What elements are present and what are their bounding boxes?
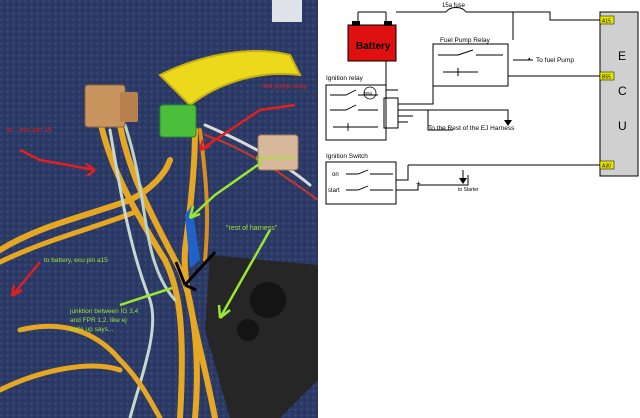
junction-annotation: junktion between IG 3,4 and FPR 1,2. lik…: [69, 308, 140, 333]
ecu-pin-bottom-label: A30: [602, 164, 611, 170]
white-object: [272, 0, 302, 22]
ign-relay-tag-circle: [363, 86, 377, 100]
switch-wires: [396, 165, 469, 191]
fuse-label: 15a fuse: [442, 3, 466, 9]
ground-annotation: ground hmm: [256, 155, 295, 162]
fuel-pump-relay-annotation: fuel pump relay: [262, 83, 307, 90]
ign-relay-tag: B94: [364, 91, 373, 96]
harness-annotation: "rest of harness": [226, 225, 278, 232]
fuel-pump-relay-title: Fuel Pump Relay: [440, 37, 491, 44]
ign-relay-out: [398, 86, 453, 131]
to-harness-line: [413, 109, 509, 120]
green-connector: [159, 104, 197, 138]
black-arrow: [174, 250, 217, 292]
tool-hole: [237, 319, 259, 341]
battery-box: [347, 24, 397, 62]
ecu-letter-u: U: [618, 119, 627, 133]
ecu-pin-top-label: A15: [602, 19, 611, 25]
yellow-tool: [158, 50, 302, 107]
fuel-pump-relay-box: [432, 43, 509, 87]
ignition-switch-box: [325, 161, 397, 205]
to-harness-label: To the Rest of the EJ Harness: [428, 125, 515, 132]
ignition-relay-title: Ignition relay: [326, 75, 364, 82]
green-arrows: [119, 160, 272, 319]
battery-terminal: [352, 21, 360, 26]
ecu-pin-mid-label: B55: [602, 75, 611, 81]
red-arrows: [10, 103, 296, 298]
wiring-schematic: Battery 15a fuse Fuel Pump Relay To fuel…: [318, 0, 640, 418]
battery-terminal: [384, 21, 392, 26]
ecu-pin-annotation: to ...ecu pin 15: [6, 127, 52, 134]
starter-arrow: [459, 178, 467, 184]
ecu-letter-c: C: [618, 84, 627, 98]
switch-internal: [346, 169, 393, 191]
ecu-letter-e: E: [618, 49, 626, 63]
ecu-box: [599, 11, 639, 177]
ign-relay-internal: [330, 89, 378, 131]
plus-sign: +: [416, 179, 421, 188]
harness-arrow: [504, 120, 512, 126]
battery-annotation: to battery, ecu pin a15: [44, 257, 108, 264]
tan-connector-right: [257, 134, 299, 171]
fuse-symbol: [445, 7, 467, 13]
blue-tape: [185, 205, 200, 268]
tool-hole: [250, 282, 286, 318]
to-fuel-pump-label: To fuel Pump: [536, 57, 574, 64]
fpr-internal-switch: [438, 49, 503, 76]
ign-relay-connector: [383, 97, 399, 129]
wiring-photo: to ...ecu pin 15 fuel pump relay ground …: [0, 0, 318, 418]
ignition-relay-box: [325, 84, 387, 141]
main-power-line: [358, 11, 600, 21]
tan-connector: [84, 84, 126, 128]
battery-label: Battery: [356, 41, 391, 52]
ecu-pin-bottom: [599, 160, 615, 170]
switch-start-label: start: [328, 188, 340, 194]
to-starter-label: to Starter: [458, 187, 479, 193]
wire-bundle: [0, 117, 318, 418]
ecu-pin-top: [599, 15, 615, 25]
ignition-switch-title: Ignition Switch: [326, 153, 368, 160]
switch-on-label: on: [332, 172, 339, 178]
ecu-pin-mid: [599, 71, 615, 81]
tan-connector: [120, 92, 138, 122]
